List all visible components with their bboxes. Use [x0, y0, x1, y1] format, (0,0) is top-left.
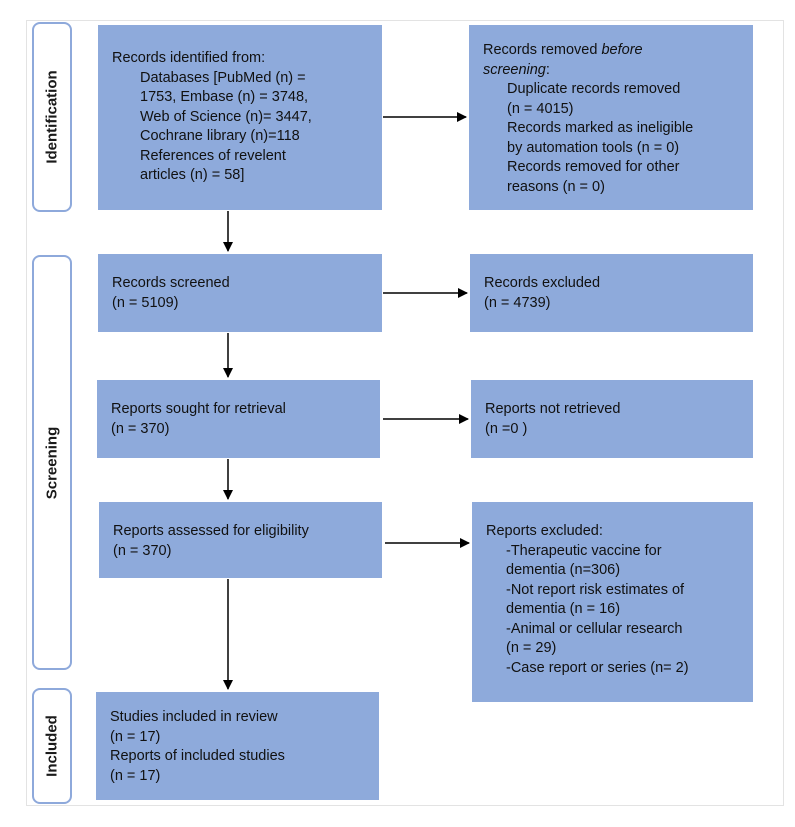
identified-line: articles (n) = 58]: [140, 167, 245, 183]
removed-line: Duplicate records removed: [507, 81, 681, 97]
records-removed-head: Records removed before: [483, 42, 643, 58]
included-line: Studies included in review: [110, 709, 278, 725]
stage-screening: Screening: [32, 255, 72, 670]
reports-not-retrieved-box: Reports not retrieved (n =0 ): [471, 380, 753, 458]
reports-assessed-box: Reports assessed for eligibility (n = 37…: [99, 502, 382, 578]
included-line: (n = 17): [110, 728, 161, 745]
records-screened-box: Records screened (n = 5109): [98, 254, 382, 332]
reports-sought-count: (n = 370): [111, 420, 170, 437]
reports-excluded-line: -Case report or series (n= 2): [506, 659, 689, 676]
removed-line: by automation tools (n = 0): [507, 139, 680, 156]
records-excluded-count: (n = 4739): [484, 294, 551, 311]
reports-assessed-count: (n = 370): [113, 542, 172, 559]
included-line: Reports of included studies: [110, 748, 285, 764]
reports-excluded-line: dementia (n = 16): [506, 601, 621, 617]
reports-excluded-line: -Therapeutic vaccine for: [506, 542, 662, 559]
identified-line: Cochrane library (n)=118: [140, 128, 300, 144]
identified-line: 1753, Embase (n) = 3748,: [140, 89, 309, 105]
removed-line: Records removed for other: [507, 159, 680, 175]
removed-line: Records marked as ineligible: [507, 120, 694, 136]
reports-excluded-line: -Not report risk estimates of: [506, 581, 685, 598]
studies-included-box: Studies included in review (n = 17) Repo…: [96, 692, 379, 800]
records-screened-count: (n = 5109): [112, 294, 179, 311]
reports-assessed-label: Reports assessed for eligibility: [113, 523, 309, 539]
removed-line: reasons (n = 0): [507, 178, 605, 195]
included-line: (n = 17): [110, 767, 161, 784]
identified-line: Web of Science (n)= 3447,: [140, 108, 312, 125]
identified-line: References of revelent: [140, 147, 286, 164]
records-removed-head-2: screening:: [483, 61, 550, 78]
reports-excluded-line: -Animal or cellular research: [506, 620, 683, 637]
reports-sought-label: Reports sought for retrieval: [111, 401, 286, 417]
reports-excluded-head: Reports excluded:: [486, 523, 603, 539]
records-excluded-label: Records excluded: [484, 275, 601, 291]
reports-sought-box: Reports sought for retrieval (n = 370): [97, 380, 380, 458]
removed-line: (n = 4015): [507, 100, 574, 117]
reports-not-retrieved-label: Reports not retrieved: [485, 401, 621, 417]
stage-identification: Identification: [32, 22, 72, 212]
diagram-frame: [26, 20, 784, 806]
reports-not-retrieved-count: (n =0 ): [485, 420, 528, 437]
records-removed-box: Records removed before screening: Duplic…: [469, 25, 753, 210]
records-identified-head: Records identified from:: [112, 50, 266, 66]
identified-line: Databases [PubMed (n) =: [140, 69, 306, 86]
reports-excluded-line: (n = 29): [506, 640, 557, 656]
records-excluded-box: Records excluded (n = 4739): [470, 254, 753, 332]
records-identified-box: Records identified from: Databases [PubM…: [98, 25, 382, 210]
reports-excluded-box: Reports excluded: -Therapeutic vaccine f…: [472, 502, 753, 702]
reports-excluded-line: dementia (n=306): [506, 562, 621, 578]
records-screened-label: Records screened: [112, 275, 230, 291]
stage-included: Included: [32, 688, 72, 804]
